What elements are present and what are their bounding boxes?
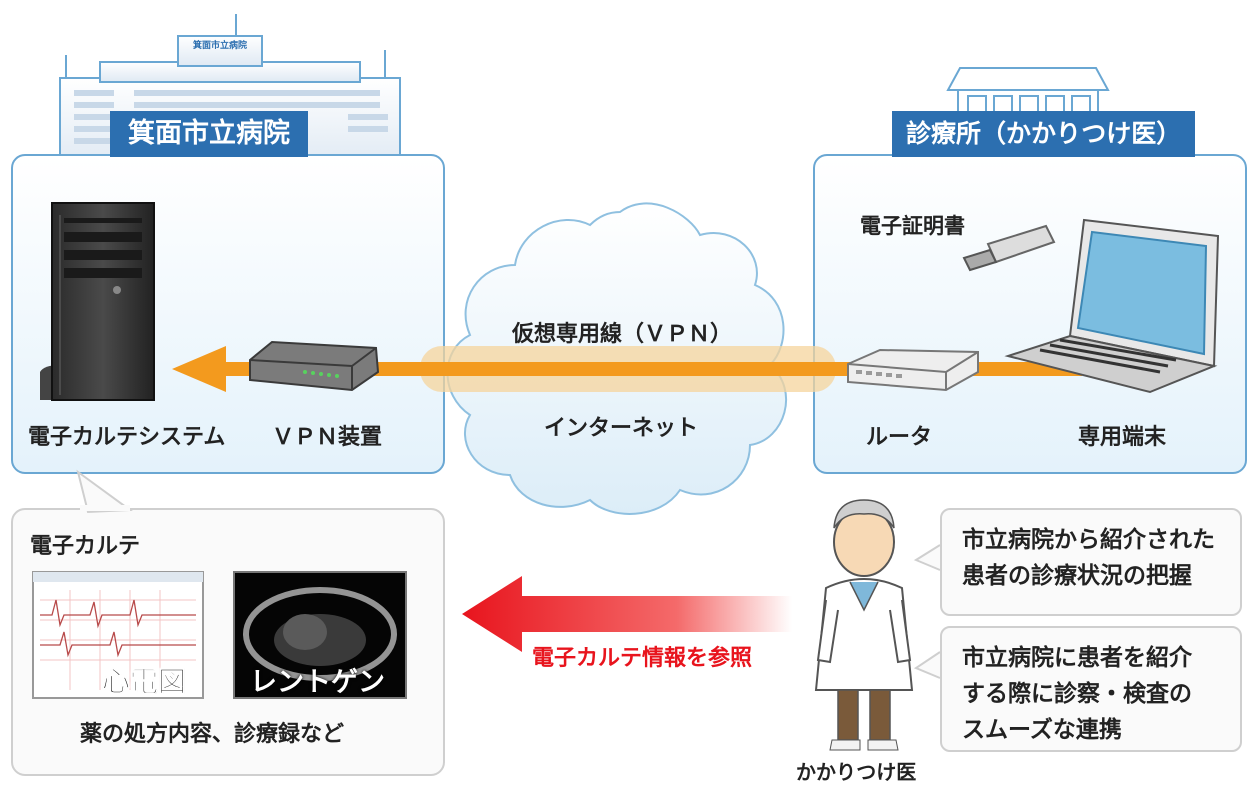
reference-arrow	[462, 576, 792, 652]
server-icon	[40, 202, 155, 401]
ecg-image	[32, 571, 204, 699]
bubble2-tail	[913, 651, 941, 679]
doctor-label: かかりつけ医	[796, 760, 917, 784]
doctor-bubble-1: 市立病院から紹介された 患者の診療状況の把握	[940, 508, 1242, 616]
certificate-label: 電子証明書	[860, 214, 965, 238]
records-title: 電子カルテ	[30, 534, 141, 559]
bubble2-line-1: 市立病院に患者を紹介	[962, 645, 1192, 671]
electronic-record-system-label: 電子カルテシステム	[28, 425, 226, 450]
bubble2-line-3: スムーズな連携	[962, 717, 1122, 743]
vpn-device-label: ＶＰＮ装置	[272, 425, 383, 450]
laptop-icon	[1004, 218, 1220, 394]
router-icon	[847, 348, 979, 392]
hospital-name-banner: 箕面市立病院	[110, 111, 308, 157]
bubble1-tail	[913, 544, 941, 571]
terminal-label: 専用端末	[1078, 425, 1167, 450]
ecg-label: 心電図	[102, 665, 187, 699]
xray-image	[233, 571, 407, 699]
hospital-sign: 箕面市立病院	[192, 41, 247, 51]
xray-label: レントゲン	[250, 667, 385, 698]
usb-certificate-icon	[962, 224, 1056, 272]
reference-arrow-label: 電子カルテ情報を参照	[532, 646, 753, 671]
internet-label: インターネット	[544, 416, 699, 441]
bubble2-line-2: する際に診察・検査の	[962, 681, 1192, 707]
bubble1-line-2: 患者の診療状況の把握	[962, 563, 1192, 589]
doctor-icon	[814, 499, 914, 751]
vpn-device-icon	[249, 340, 380, 392]
bubble1-line-1: 市立病院から紹介された	[962, 527, 1215, 553]
vpn-line-label: 仮想専用線（ＶＰＮ）	[512, 322, 733, 347]
router-label: ルータ	[866, 425, 933, 450]
doctor-bubble-2: 市立病院に患者を紹介 する際に診察・検査の スムーズな連携	[940, 626, 1242, 752]
records-caption: 薬の処方内容、診療録など	[80, 722, 345, 747]
clinic-name-banner: 診療所（かかりつけ医）	[892, 111, 1196, 157]
